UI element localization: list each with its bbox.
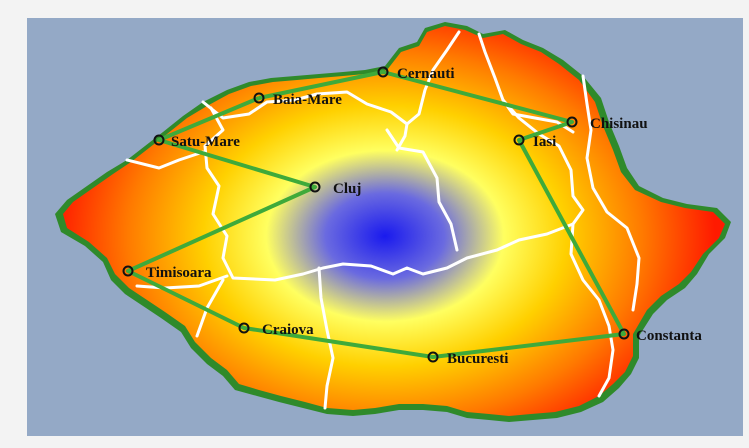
city-label: Chisinau: [590, 116, 648, 132]
city-marker: [309, 181, 321, 193]
city-label: Craiova: [262, 322, 314, 338]
city-marker: [238, 322, 250, 334]
region-line: [135, 274, 229, 290]
city-cernauti[interactable]: Cernauti: [377, 66, 455, 82]
region-line: [125, 150, 205, 170]
region-line: [201, 90, 409, 126]
city-bucuresti[interactable]: Bucuresti: [427, 351, 509, 367]
city-satu-mare[interactable]: Satu-Mare: [153, 134, 241, 150]
region-line: [569, 222, 615, 398]
city-label: Cluj: [333, 181, 361, 197]
region-line: [203, 32, 585, 282]
region-line: [405, 30, 461, 126]
city-baia-mare[interactable]: Baia-Mare: [253, 92, 343, 108]
city-marker: [618, 328, 630, 340]
country-heat-fill: [63, 26, 725, 416]
city-iasi[interactable]: Iasi: [513, 134, 557, 150]
city-label: Cernauti: [397, 66, 455, 82]
city-timisoara[interactable]: Timisoara: [122, 265, 213, 281]
city-label: Constanta: [636, 328, 702, 344]
city-marker: [253, 92, 265, 104]
region-line: [317, 266, 335, 410]
route-line: [126, 70, 626, 359]
region-line: [581, 74, 641, 312]
city-chisinau[interactable]: Chisinau: [566, 116, 648, 132]
city-label: Iasi: [533, 134, 556, 150]
region-line: [395, 122, 409, 152]
city-constanta[interactable]: Constanta: [618, 328, 703, 344]
city-marker: [377, 66, 389, 78]
city-marker: [122, 265, 134, 277]
city-marker: [153, 134, 165, 146]
city-label: Baia-Mare: [273, 92, 342, 108]
city-marker: [513, 134, 525, 146]
city-label: Bucuresti: [447, 351, 508, 367]
city-label: Timisoara: [146, 265, 212, 281]
city-marker: [566, 116, 578, 128]
city-marker: [427, 351, 439, 363]
city-label: Satu-Mare: [171, 134, 240, 150]
city-cluj[interactable]: Cluj: [309, 181, 362, 197]
city-craiova[interactable]: Craiova: [238, 322, 315, 338]
route-path: [126, 70, 626, 359]
